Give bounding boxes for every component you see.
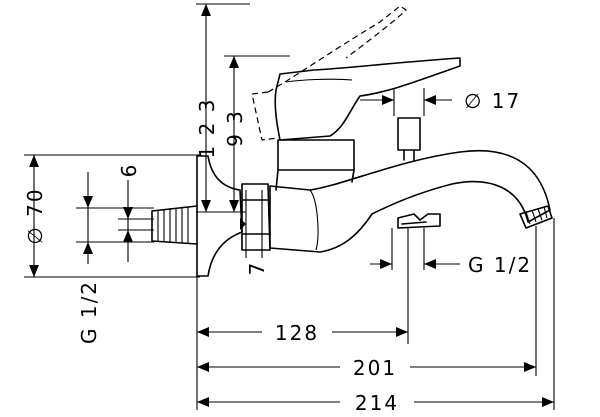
lower-outlet [397, 213, 441, 229]
lever-handle-open [251, 5, 407, 141]
lever-handle-edge [285, 78, 353, 83]
dim-height-spout: 9 3 [223, 109, 247, 147]
dim-outlet-thread: G 1/2 [468, 253, 532, 277]
wall-flange [196, 155, 243, 277]
dim-flange-diameter: ∅ 70 [23, 187, 47, 244]
diverter-stem [403, 149, 415, 161]
inlet-thread-lines [157, 207, 189, 244]
cartridge-neck [275, 169, 355, 191]
aerator [519, 205, 553, 229]
diverter-knob [397, 117, 421, 151]
faucet-outline [151, 5, 553, 277]
dim-nut-width: 7 [245, 261, 269, 276]
dim-inlet-thread: G 1/2 [77, 280, 101, 344]
dim-length-outlet: 128 [275, 321, 319, 345]
spout-body-seam [309, 189, 319, 251]
dim-length-spout: 201 [353, 356, 397, 380]
dim-handle-diameter: ∅ 17 [464, 89, 521, 113]
cartridge-body [277, 139, 355, 171]
lever-handle [274, 57, 461, 141]
dimension-lines [24, 3, 555, 410]
dim-height-total: 1 2 3 [195, 98, 219, 159]
dim-length-total: 214 [355, 391, 399, 415]
dim-thread-depth: 6 [117, 163, 141, 178]
spout-body [269, 149, 551, 253]
inlet-pipe [151, 205, 198, 245]
aerator-grid [525, 206, 548, 225]
